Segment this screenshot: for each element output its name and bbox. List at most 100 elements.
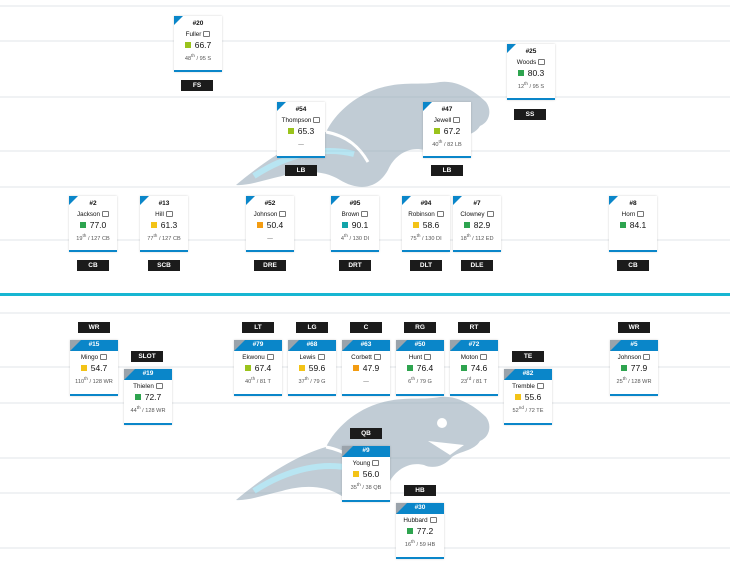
- comment-icon[interactable]: [536, 383, 544, 390]
- player-grade: 84.1: [629, 220, 647, 230]
- comment-icon[interactable]: [429, 517, 437, 524]
- rank-value: 37: [298, 378, 305, 385]
- rank-suffix: th: [251, 376, 256, 381]
- position-label-scb: SCB: [148, 260, 180, 271]
- comment-icon[interactable]: [486, 211, 494, 218]
- player-name: Johnson: [253, 211, 278, 218]
- player-card-dle[interactable]: #7 Clowney 82.9 18th / 112 ED: [453, 196, 501, 252]
- rank-value: 6: [408, 378, 412, 385]
- player-card-slot[interactable]: #19 Thielen 72.7 44th / 128 WR: [124, 369, 172, 425]
- player-card-dre[interactable]: #52 Johnson 50.4 —: [246, 196, 294, 252]
- rank-total: / 81 T: [256, 378, 271, 385]
- grade-indicator: [463, 222, 470, 228]
- comment-icon[interactable]: [361, 211, 369, 218]
- yard-line: [0, 547, 730, 549]
- rank-suffix: th: [153, 233, 158, 238]
- comment-icon[interactable]: [373, 354, 381, 361]
- jersey-number: #68: [306, 341, 318, 348]
- player-card-lt[interactable]: #79 Ekwonu 67.4 40th / 81 T: [234, 340, 282, 396]
- rank-suffix: th: [304, 376, 309, 381]
- player-grade: 74.6: [470, 363, 488, 373]
- player-card-drt[interactable]: #95 Brown 90.1 4th / 130 DI: [331, 196, 379, 252]
- grade-indicator: [80, 365, 87, 371]
- rank-total: —: [298, 141, 304, 148]
- player-card-lb[interactable]: #54 Thompson 65.3 —: [277, 102, 325, 158]
- comment-icon[interactable]: [424, 354, 432, 361]
- player-card-hb[interactable]: #30 Hubbard 77.2 16th / 59 HB: [396, 503, 444, 559]
- comment-icon[interactable]: [538, 59, 546, 66]
- comment-icon[interactable]: [480, 354, 488, 361]
- player-card-lg[interactable]: #68 Lewis 59.6 37th / 79 G: [288, 340, 336, 396]
- rank-total: / 128 WR: [89, 378, 113, 385]
- card-corner: [396, 503, 407, 514]
- rank-value: 25: [616, 378, 623, 385]
- player-grade: 58.6: [422, 220, 440, 230]
- grade-indicator: [433, 128, 440, 134]
- comment-icon[interactable]: [100, 354, 108, 361]
- player-name: Tremble: [512, 383, 535, 390]
- comment-icon[interactable]: [165, 211, 173, 218]
- comment-icon[interactable]: [643, 354, 651, 361]
- yard-line: [0, 402, 730, 404]
- player-card-wr[interactable]: #5 Johnson 77.9 25th / 128 WR: [610, 340, 658, 396]
- card-corner: [507, 44, 516, 53]
- player-card-rg[interactable]: #50 Hunt 76.4 6th / 79 G: [396, 340, 444, 396]
- player-card-lb[interactable]: #47 Jewell 67.2 40th / 82 LB: [423, 102, 471, 158]
- player-grade: 77.2: [416, 526, 434, 536]
- comment-icon[interactable]: [279, 211, 287, 218]
- jersey-number: #72: [468, 341, 480, 348]
- card-corner: [331, 196, 340, 205]
- player-card-ss[interactable]: #25 Woods 80.3 12th / 95 S: [507, 44, 555, 100]
- player-grade: 67.2: [443, 126, 461, 136]
- rank-suffix: th: [438, 139, 443, 144]
- player-card-cb[interactable]: #2 Jackson 77.0 19th / 127 CB: [69, 196, 117, 252]
- player-grade: 65.3: [297, 126, 315, 136]
- player-card-scb[interactable]: #13 Hill 61.3 77th / 127 CB: [140, 196, 188, 252]
- player-name: Thompson: [281, 117, 312, 124]
- comment-icon[interactable]: [266, 354, 274, 361]
- player-card-dlt[interactable]: #94 Robinson 58.6 75th / 130 DI: [402, 196, 450, 252]
- comment-icon[interactable]: [317, 354, 325, 361]
- jersey-number: #82: [522, 370, 534, 377]
- jersey-number: #20: [192, 20, 204, 27]
- rank-total: / 127 CB: [87, 235, 110, 242]
- player-name: Lewis: [299, 354, 316, 361]
- card-corner: [450, 340, 461, 351]
- position-label-wr: WR: [78, 322, 110, 333]
- jersey-number: #79: [252, 341, 264, 348]
- comment-icon[interactable]: [372, 460, 380, 467]
- player-card-qb[interactable]: #9 Young 56.0 35th / 38 QB: [342, 446, 390, 502]
- comment-icon[interactable]: [436, 211, 444, 218]
- position-label-dlt: DLT: [410, 260, 442, 271]
- player-card-cb[interactable]: #8 Horn 84.1: [609, 196, 657, 252]
- player-card-rt[interactable]: #72 Moton 74.6 23rd / 81 T: [450, 340, 498, 396]
- position-label-slot: SLOT: [131, 351, 163, 362]
- jersey-number: #7: [473, 200, 481, 207]
- player-name: Corbett: [351, 354, 372, 361]
- jersey-number: #94: [420, 200, 432, 207]
- player-card-te[interactable]: #82 Tremble 55.6 52nd / 72 TE: [504, 369, 552, 425]
- rank-total: / 59 HB: [416, 541, 436, 548]
- player-card-fs[interactable]: #20 Fuller 66.7 48th / 95 S: [174, 16, 222, 72]
- comment-icon[interactable]: [203, 31, 211, 38]
- player-grade: 77.9: [630, 363, 648, 373]
- comment-icon[interactable]: [102, 211, 110, 218]
- rank-value: 35: [350, 484, 357, 491]
- player-card-c[interactable]: #63 Corbett 47.9 —: [342, 340, 390, 396]
- rank-value: 48: [184, 55, 192, 62]
- grade-indicator: [352, 365, 359, 371]
- position-label-c: C: [350, 322, 382, 333]
- rank-suffix: th: [466, 233, 471, 238]
- comment-icon[interactable]: [637, 211, 645, 218]
- comment-icon[interactable]: [453, 117, 461, 124]
- comment-icon[interactable]: [155, 383, 163, 390]
- rank-value: 16: [404, 541, 412, 548]
- player-name: Hill: [155, 211, 164, 218]
- grade-indicator: [406, 528, 413, 534]
- yard-line: [0, 186, 730, 188]
- player-name: Ekwonu: [242, 354, 265, 361]
- player-card-wr[interactable]: #15 Mingo 54.7 110th / 128 WR: [70, 340, 118, 396]
- comment-icon[interactable]: [313, 117, 321, 124]
- rank-total: / 82 LB: [443, 141, 462, 148]
- rank-suffix: th: [411, 376, 416, 381]
